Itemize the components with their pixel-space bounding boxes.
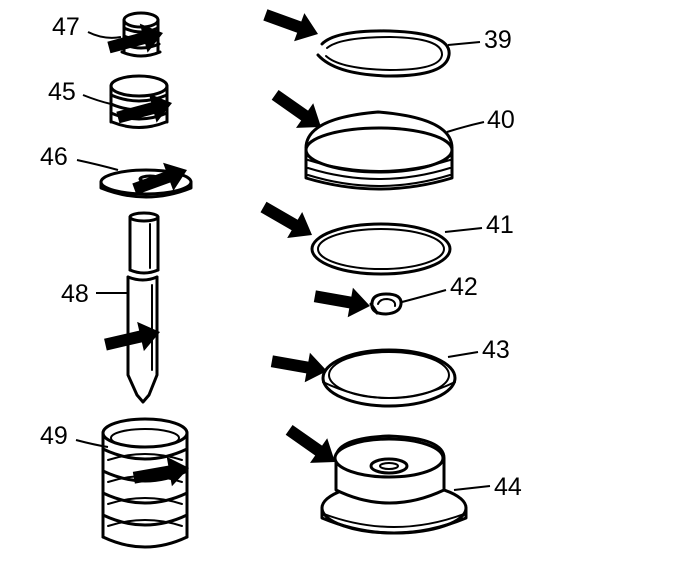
part-43-leader (447, 351, 479, 358)
part-45-leader (82, 94, 112, 105)
part-41-label: 41 (486, 211, 514, 239)
part-49-arrow (132, 456, 189, 487)
part-47-leader (87, 31, 122, 39)
part-43-label: 43 (482, 336, 510, 364)
part-46-label: 46 (40, 143, 68, 171)
part-45-label: 45 (48, 78, 76, 106)
part-44-retainer (320, 434, 468, 535)
part-48-arrow (104, 321, 160, 352)
part-39-label: 39 (484, 26, 512, 54)
part-44-arrow (285, 424, 335, 463)
part-46-leader (76, 159, 119, 171)
part-48-label: 48 (61, 280, 89, 308)
part-47-label: 47 (52, 13, 80, 41)
part-41-seal-ring (310, 222, 452, 276)
part-46-arrow (132, 162, 187, 195)
part-39-leader (447, 41, 481, 46)
part-40-label: 40 (487, 106, 515, 134)
part-43-arrow (270, 352, 327, 383)
part-43-ring (321, 348, 457, 408)
part-40-arrow (271, 89, 321, 128)
part-49-large-spring (101, 417, 189, 549)
part-42-arrow (313, 287, 370, 318)
part-39-snap-ring (316, 29, 451, 78)
part-41-leader (444, 227, 483, 233)
part-40-leader (446, 121, 485, 133)
part-42-label: 42 (450, 273, 478, 301)
part-42-clip (369, 292, 403, 316)
part-39-arrow (263, 9, 318, 42)
part-44-leader (453, 485, 491, 491)
part-44-label: 44 (494, 473, 522, 501)
part-48-valve-pin (126, 211, 160, 404)
part-47-arrow (107, 23, 163, 54)
part-40-cover (304, 110, 454, 191)
part-45-arrow (116, 93, 172, 124)
part-49-leader (75, 439, 109, 448)
part-41-arrow (260, 201, 312, 238)
part-42-leader (401, 289, 447, 303)
part-49-label: 49 (40, 422, 68, 450)
